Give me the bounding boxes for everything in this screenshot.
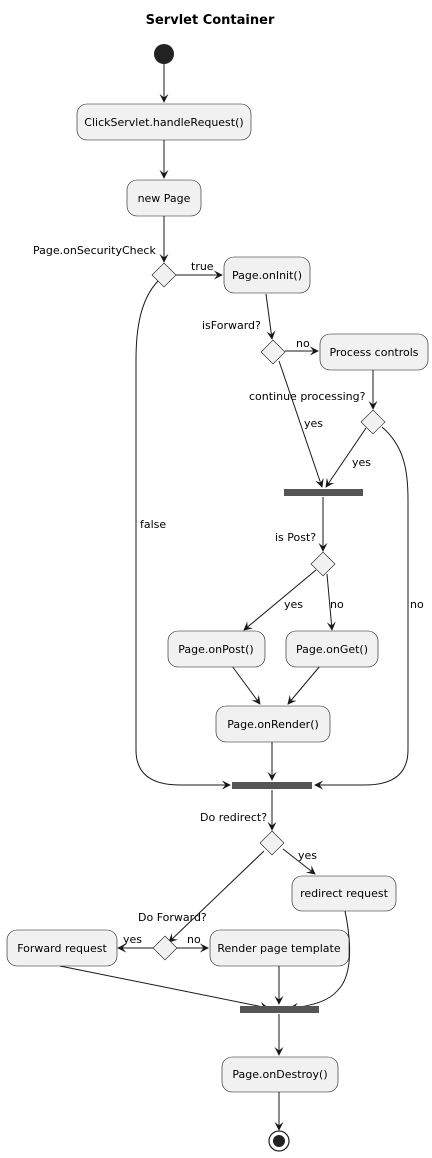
decision-continue-processing	[360, 409, 386, 435]
start-node	[154, 44, 174, 64]
decision-continue-processing-label: continue processing?	[249, 390, 366, 403]
activity-on-init: Page.onInit()	[223, 256, 311, 294]
decision-do-forward-label: Do Forward?	[138, 911, 207, 924]
edge-label-ispost-yes: yes	[284, 598, 303, 611]
activity-on-get-label: Page.onGet()	[296, 643, 368, 656]
edge-redirect-no	[168, 850, 265, 943]
edge-label-continue-no: no	[410, 598, 424, 611]
activity-forward-request: Forward request	[6, 929, 118, 967]
decision-security-check-label: Page.onSecurityCheck	[33, 244, 156, 257]
edge-continue-no	[314, 426, 409, 790]
edge-label-ispost-no: no	[330, 598, 344, 611]
activity-render-template-label: Render page template	[217, 942, 341, 955]
edge-continue-yes	[325, 427, 367, 488]
activity-on-get: Page.onGet()	[285, 630, 379, 668]
activity-handle-request: ClickServlet.handleRequest()	[76, 103, 252, 141]
activity-process-controls-label: Process controls	[329, 346, 418, 359]
activity-on-post: Page.onPost()	[167, 630, 266, 668]
activity-on-destroy-label: Page.onDestroy()	[232, 1068, 327, 1081]
activity-on-destroy: Page.onDestroy()	[221, 1056, 339, 1093]
edge-label-isforward-no: no	[296, 337, 310, 350]
activity-process-controls: Process controls	[319, 333, 429, 371]
decision-do-redirect-label: Do redirect?	[200, 811, 267, 824]
decision-do-redirect	[259, 830, 285, 856]
edge-isforward-yes	[278, 360, 324, 488]
edges	[59, 64, 409, 1131]
edge-forwardreq-bar	[59, 965, 269, 1011]
edge-oninit-isforward	[265, 293, 276, 340]
activity-on-init-label: Page.onInit()	[232, 269, 302, 282]
edge-label-false: false	[140, 518, 166, 531]
decision-is-forward	[260, 339, 286, 365]
diagram-title: Servlet Container	[146, 13, 275, 28]
edge-redirect-yes	[282, 848, 316, 875]
edge-label-continue-yes: yes	[352, 456, 371, 469]
activity-on-render: Page.onRender()	[215, 705, 331, 743]
join-bar-response	[240, 1006, 319, 1013]
edge-label-true: true	[191, 260, 214, 273]
edge-label-redirect-yes: yes	[298, 849, 317, 862]
activity-on-render-label: Page.onRender()	[227, 718, 319, 731]
edge-ispost-yes	[243, 569, 317, 631]
edge-onget-onrender	[287, 665, 321, 705]
decision-is-forward-label: isForward?	[202, 319, 261, 332]
join-bar-render	[232, 782, 312, 789]
activity-forward-request-label: Forward request	[17, 942, 107, 955]
decision-is-post-label: is Post?	[275, 531, 316, 544]
decision-security-check	[151, 262, 177, 288]
edge-security-false	[135, 280, 231, 790]
edge-label-doforward-no: no	[187, 933, 201, 946]
activity-new-page: new Page	[126, 179, 202, 217]
edge-onpost-onrender	[231, 665, 261, 705]
edge-label-isforward-yes: yes	[304, 417, 323, 430]
decision-do-forward	[152, 935, 178, 961]
activity-redirect-request: redirect request	[291, 875, 397, 912]
activity-new-page-label: new Page	[138, 192, 191, 205]
join-bar-processing	[284, 489, 363, 496]
activity-handle-request-label: ClickServlet.handleRequest()	[84, 116, 243, 129]
activity-on-post-label: Page.onPost()	[178, 643, 253, 656]
edge-ispost-no	[326, 573, 336, 631]
activity-redirect-request-label: redirect request	[300, 887, 388, 900]
edge-label-doforward-yes: yes	[123, 933, 142, 946]
activity-render-template: Render page template	[209, 929, 350, 967]
end-node-inner	[273, 1135, 285, 1147]
decision-is-post	[310, 551, 336, 577]
